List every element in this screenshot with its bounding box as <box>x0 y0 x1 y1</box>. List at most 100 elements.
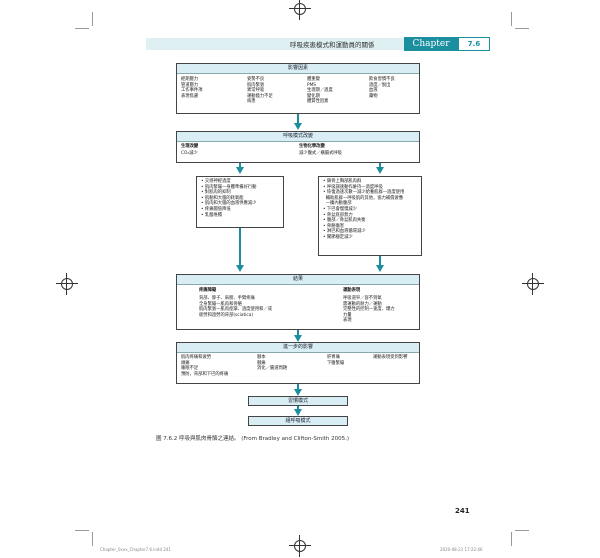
result-item: 需運動的耐力／運動 <box>343 301 382 307</box>
factor-list-col4: 飲食習慣不良 過度／脫出 血液 藥物 <box>369 77 395 99</box>
box-header: 結果 <box>177 275 419 285</box>
result-item: 疲勞和過勞的背部(sciatica) <box>199 312 254 318</box>
performance-list: 呼吸道窄／容不到氧 需運動的耐力／運動 完整性的控制—速度、爆力 力量 表現 <box>343 296 395 324</box>
box-header: 影響因素 <box>177 64 419 74</box>
box-header: 進一步的影響 <box>177 343 419 353</box>
box-title: 習慣模式 <box>287 398 308 404</box>
registration-mark-right <box>522 273 544 295</box>
factor-item: 生理期／過度 <box>307 88 333 94</box>
box-header: 組呼吸模式 <box>249 417 347 425</box>
result-item: 表現 <box>343 318 352 324</box>
registration-mark-bottom <box>289 535 311 557</box>
further-list-col2: 腳本 腳痛 消化／腸道問題 <box>257 355 287 372</box>
further-item: 消化／腸道問題 <box>257 366 288 372</box>
flow-arrow-line <box>379 256 381 266</box>
effect-item: • 交感神經過度 <box>201 179 231 184</box>
crop-mark <box>515 530 529 531</box>
factor-item: 姿勢不良 <box>247 77 265 82</box>
effect-item: • 關節穩定減少 <box>323 234 353 240</box>
box-title: 組呼吸模式 <box>285 418 311 424</box>
crop-mark <box>511 12 512 26</box>
effect-item: • 呼吸調速動作維持—過度呼吸 <box>323 184 383 190</box>
further-item: 肝胃痛 <box>327 355 340 360</box>
effect-item: • 對肌肉的抑制 <box>201 190 231 196</box>
flow-arrow-line <box>297 114 299 124</box>
further-effects-box: 進一步的影響 肌肉疼痛和疲勞 頭痛 睡眠不足 預防，背部和下巴的疼痛 腳本 腳痛… <box>176 342 420 384</box>
breathing-pattern-change-box: 呼吸模式改變 生理改變 CO₂減少 生物化學改變 減少腹式／橫膈式呼吸 <box>176 131 420 163</box>
box-title: 影響因素 <box>287 65 308 71</box>
flow-arrow-line <box>239 228 241 266</box>
effect-list: • 交感神經過度 • 肌肉緊繃—身體準備好行動 • 對肌肉的抑制 • 肌動和大腦… <box>201 179 256 218</box>
effect-item: • 骨骼傷害 <box>323 223 345 229</box>
factor-item: 體質性因素 <box>307 99 329 105</box>
factor-item: 表現焦慮 <box>181 93 199 99</box>
factor-item: 體重變 <box>307 77 320 82</box>
flow-arrow-line <box>297 384 299 390</box>
flow-arrow-head <box>376 265 384 272</box>
box-header: 呼吸模式改變 <box>177 132 419 142</box>
factor-item: 經期壓力 <box>181 77 199 82</box>
registration-mark-left <box>56 273 78 295</box>
flow-arrow-head <box>376 167 384 174</box>
factor-item: PMS <box>307 82 317 88</box>
crop-mark <box>92 12 93 26</box>
chapter-number: 7.6 <box>458 37 490 51</box>
further-item: 腳痛 <box>257 360 266 366</box>
result-item: 力量 <box>343 312 352 318</box>
further-item: 腳本 <box>257 355 266 360</box>
flow-arrow-head <box>294 389 302 396</box>
further-item: 睡眠不足 <box>181 366 199 372</box>
effect-item: • 乳酸堆積 <box>201 212 223 218</box>
footer-timestamp: 2020-08-21 17:22:46 <box>440 547 483 552</box>
running-title: 呼吸疾患模式和運動員的關係 <box>290 41 375 49</box>
factor-item: 藥物 <box>369 93 378 99</box>
biochemical-line: 減少腹式／橫膈式呼吸 <box>299 151 342 156</box>
flow-arrow-head <box>294 409 302 416</box>
factor-list-col2: 姿勢不良 肌肉緊張 異常呼吸 運動能力不足 病患 <box>247 77 273 105</box>
crop-mark <box>515 28 529 29</box>
factor-list-col3: 體重變 PMS 生理期／過度 變化期 體質性因素 <box>307 77 333 105</box>
result-item: 背部、脖子、肩膀、手臂疼痛 <box>199 296 255 301</box>
sympathetic-effects-box: • 交感神經過度 • 肌肉緊繃—身體準備好行動 • 對肌肉的抑制 • 肌動和大腦… <box>196 176 284 228</box>
biochemical-heading: 生物化學改變 <box>299 144 325 149</box>
influencing-factors-box: 影響因素 經期壓力 管道壓力 工作事件項 表現焦慮 姿勢不良 肌肉緊張 異常呼吸… <box>176 63 420 114</box>
crop-mark <box>511 532 512 546</box>
further-list-col3: 肝胃痛 下腹緊繃 <box>327 355 344 366</box>
physiological-line: CO₂減少 <box>181 151 198 156</box>
performance-heading: 運動表現 <box>343 288 361 293</box>
box-title: 呼吸模式改變 <box>282 133 313 139</box>
further-list-col4: 運動表現受到影響 <box>373 355 407 361</box>
factor-item: 異常呼吸 <box>247 88 265 94</box>
further-list-col1: 肌肉疼痛和疲勞 頭痛 睡眠不足 預防，背部和下巴的疼痛 <box>181 355 228 377</box>
effect-item: • 鎖骨上胸部肌肉群 <box>323 179 362 184</box>
result-item: 完整性的控制—速度、爆力 <box>343 307 395 313</box>
flow-arrow-head <box>294 123 302 130</box>
effect-item: —擴內動腹部 <box>325 201 352 207</box>
figure-caption: 圖 7.6.2 呼吸與肌肉骨骼之連結。 (From Bradley and Cl… <box>156 436 350 442</box>
effect-item: • 腹部／骨盆肌肉失衡 <box>323 218 366 224</box>
pain-heading: 疼痛障礙 <box>199 288 217 293</box>
result-item: 全身緊繃—肌肉和骨骼 <box>199 301 242 307</box>
factor-item: 運動能力不足 <box>247 93 273 99</box>
crop-mark <box>92 532 93 546</box>
further-item: 運動表現受到影響 <box>373 355 408 360</box>
pain-list: 背部、脖子、肩膀、手臂疼痛 全身緊繃—肌肉和骨骼 肌肉緊張—肌肉痙攣、過度使用和… <box>199 296 272 318</box>
effect-item: • 疼痛閾值降低 <box>201 206 231 212</box>
breathing-pattern-box: 組呼吸模式 <box>248 416 348 426</box>
factor-item: 過度／脫出 <box>369 82 391 88</box>
habit-pattern-box: 習慣模式 <box>248 396 348 406</box>
flow-arrow-line <box>239 163 241 169</box>
effect-item: • 骨盆底部無力 <box>323 212 353 218</box>
flow-arrow-line <box>379 163 381 169</box>
effect-item: • 肌肉和大腦的血液供應減少 <box>201 201 257 207</box>
flow-arrow-line <box>297 330 299 336</box>
factor-item: 病患 <box>247 99 256 105</box>
further-item: 預防，背部和下巴的疼痛 <box>181 371 229 377</box>
flow-arrow-head <box>294 335 302 342</box>
factor-item: 飲食習慣不良 <box>369 77 395 82</box>
box-title: 進一步的影響 <box>282 344 313 350</box>
crop-mark <box>75 530 89 531</box>
flow-arrow-line <box>297 406 299 410</box>
further-item: 下腹緊繃 <box>327 360 345 366</box>
effect-item: • 淋巴和血液循環減少 <box>323 229 366 235</box>
